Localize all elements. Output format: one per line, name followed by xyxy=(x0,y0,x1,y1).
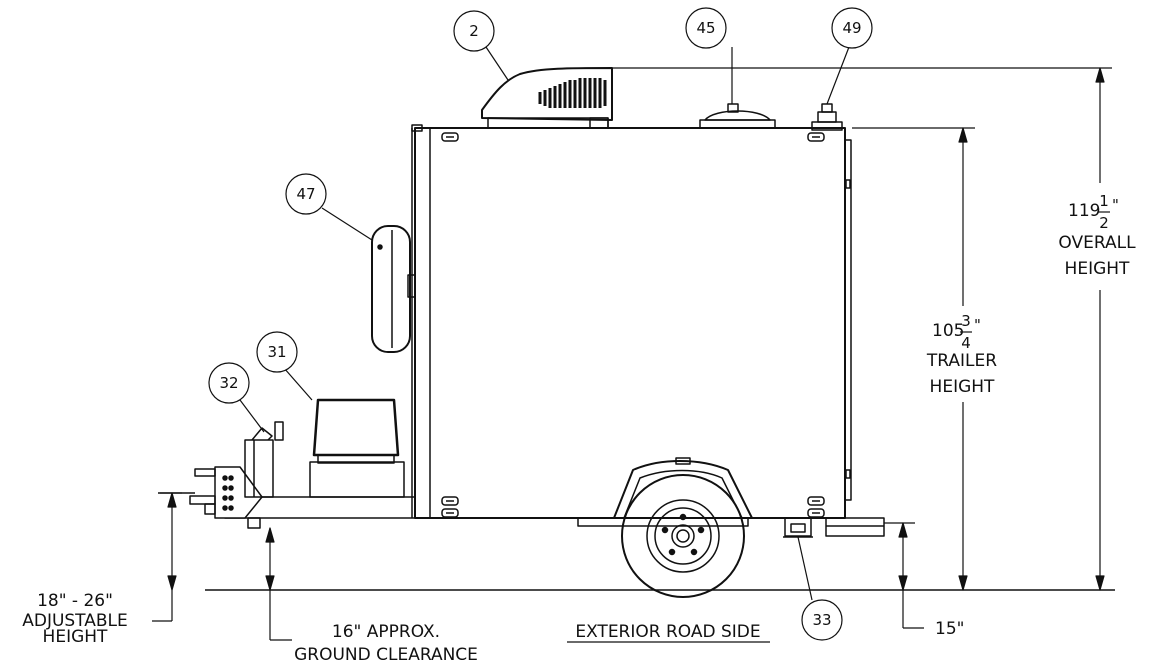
rear-bumper-step xyxy=(825,517,885,537)
view-title: EXTERIOR ROAD SIDE xyxy=(567,622,770,643)
tongue-jack xyxy=(244,421,284,498)
trailer-height-label: 105 3 4 " TRAILER HEIGHT xyxy=(926,312,997,397)
svg-text:HEIGHT: HEIGHT xyxy=(1065,259,1130,279)
callout-33: 33 xyxy=(801,599,843,641)
callout-32: 32 xyxy=(208,362,250,404)
roof-ac-unit xyxy=(481,67,613,129)
svg-text:47: 47 xyxy=(296,185,315,203)
rear-clearance-label: 15" xyxy=(935,619,964,639)
overall-height-dim xyxy=(612,67,1112,591)
svg-text:GROUND CLEARANCE: GROUND CLEARANCE xyxy=(294,645,478,665)
svg-text:31: 31 xyxy=(267,343,286,361)
svg-text:32: 32 xyxy=(219,374,238,392)
callout-31: 31 xyxy=(256,331,298,373)
ground-clearance-dim xyxy=(265,527,292,641)
svg-text:4: 4 xyxy=(961,334,971,352)
callout-49: 49 xyxy=(831,7,873,49)
svg-text:33: 33 xyxy=(812,611,831,629)
roof-vent xyxy=(699,103,776,129)
svg-text:119: 119 xyxy=(1068,201,1100,221)
rear-clearance-dim xyxy=(884,522,924,629)
callout-47: 47 xyxy=(285,173,327,215)
leveling-jack xyxy=(783,517,813,538)
overall-height-label: 119 1 2 " OVERALL HEIGHT xyxy=(1058,192,1136,279)
battery-box xyxy=(309,398,405,498)
svg-text:45: 45 xyxy=(696,19,715,37)
svg-text:16" APPROX.: 16" APPROX. xyxy=(332,622,440,642)
hitch-height-label: 18" - 26" ADJUSTABLE HEIGHT xyxy=(22,591,128,647)
svg-text:": " xyxy=(1112,196,1119,214)
svg-text:105: 105 xyxy=(932,321,964,341)
svg-text:18" - 26": 18" - 26" xyxy=(37,591,113,611)
svg-text:ADJUSTABLE: ADJUSTABLE xyxy=(22,611,128,631)
callout-leaders xyxy=(239,46,850,601)
svg-text:HEIGHT: HEIGHT xyxy=(930,377,995,397)
svg-text:TRAILER: TRAILER xyxy=(926,351,997,371)
hitch-coupler xyxy=(158,468,216,515)
body-rear-trim xyxy=(844,139,852,501)
svg-text:49: 49 xyxy=(842,19,861,37)
callout-2: 2 xyxy=(453,10,495,52)
spare-tire xyxy=(371,225,416,353)
axle-bracket xyxy=(577,517,749,527)
svg-text:2: 2 xyxy=(1099,214,1109,232)
svg-text:EXTERIOR ROAD SIDE: EXTERIOR ROAD SIDE xyxy=(575,622,760,642)
svg-text:HEIGHT: HEIGHT xyxy=(43,627,108,647)
ground-clearance-label: 16" APPROX. GROUND CLEARANCE xyxy=(294,622,478,665)
wheel-fender xyxy=(613,457,753,519)
svg-text:OVERALL: OVERALL xyxy=(1058,233,1136,253)
body-fasteners xyxy=(441,132,825,518)
trailer-body xyxy=(414,127,846,519)
svg-text:": " xyxy=(974,316,981,334)
svg-text:1: 1 xyxy=(1099,192,1109,210)
svg-text:2: 2 xyxy=(469,22,479,40)
trailer-height-dim xyxy=(852,127,975,591)
wheel xyxy=(621,474,745,598)
svg-text:3: 3 xyxy=(961,312,971,330)
hitch-height-dim xyxy=(152,492,182,622)
beacon-light xyxy=(811,103,843,131)
callout-45: 45 xyxy=(685,7,727,49)
